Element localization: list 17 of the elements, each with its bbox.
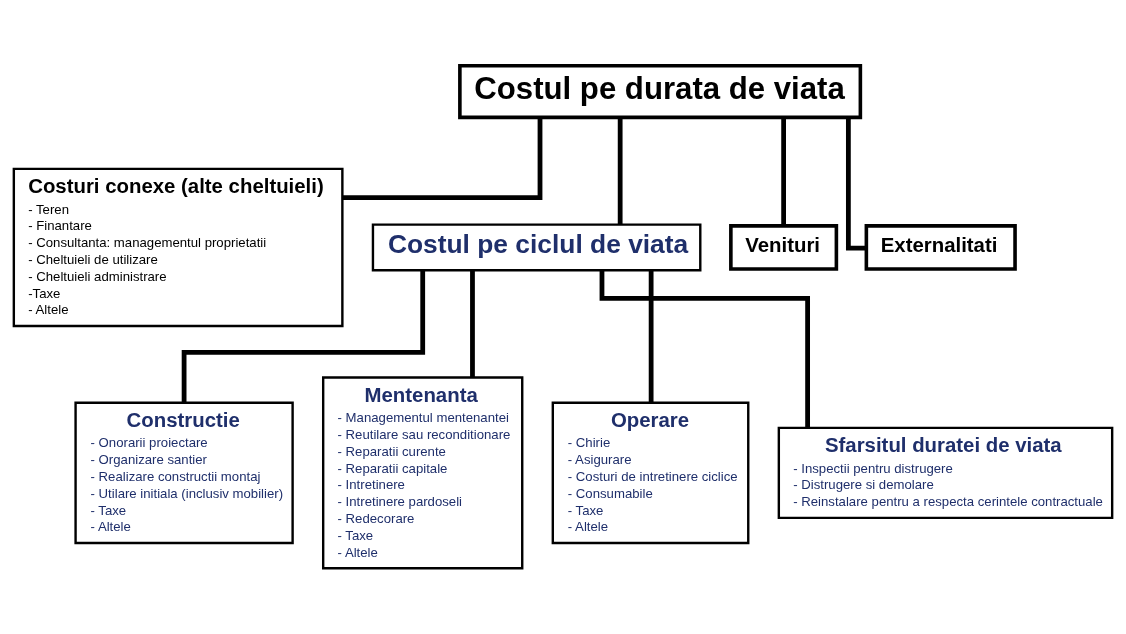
node-box: Venituri (729, 224, 839, 271)
connector (781, 117, 787, 226)
node-box: Sfarsitul duratei de viata - Inspectii pentru distrugere - Distrugere si demolare - Reinstalare pentru a respecta cerintele contractuale (777, 426, 1114, 520)
connector (181, 270, 426, 403)
connector (599, 270, 810, 428)
connector (342, 117, 543, 201)
node-box: Mentenanta - Managementul mentenantei - Reutilare sau reconditionare - Reparatii curente - Reparatii capitale - Intretinere - Intretinere pardoseli - Redecorare - Taxe - Altele (322, 376, 524, 570)
node-box: Costul pe durata de viata (458, 64, 863, 120)
node-box: Operare - Chirie - Asigurare - Costuri de intretinere ciclice - Consumabile - Taxe - Altele (551, 401, 750, 545)
node-box: Costul pe ciclul de viata (371, 223, 702, 272)
connector (470, 270, 475, 378)
connector (617, 117, 623, 225)
node-box: Constructie - Onorarii proiectare - Organizare santier - Realizare constructii montaj - Utilare initiala (inclusiv mobilier) - Taxe - Altele (74, 401, 294, 545)
node-box: Externalitati (864, 224, 1017, 271)
connector (648, 270, 654, 403)
node-box: Costuri conexe (alte cheltuieli) - Teren - Finantare - Consultanta: managementul proprietatii - Cheltuieli de utilizare - Cheltuieli administrare -Taxe - Altele (12, 167, 344, 328)
connector (846, 117, 867, 251)
